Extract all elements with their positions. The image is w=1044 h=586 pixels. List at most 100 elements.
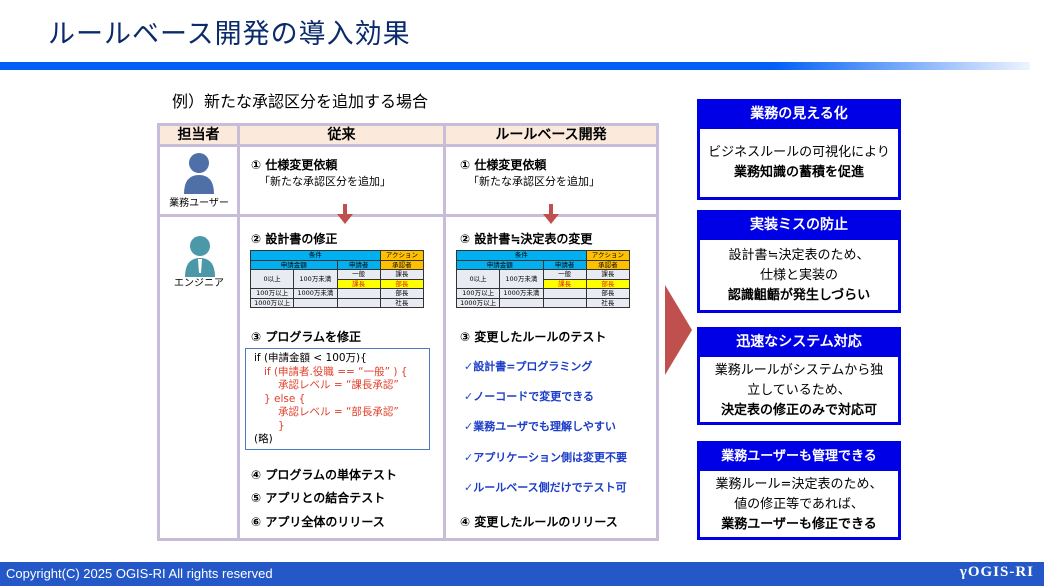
example-subtitle: 例）新たな承認区分を追加する場合 xyxy=(172,92,429,111)
new-step1: ① 仕様変更依頼 xyxy=(460,158,547,172)
dt-cell xyxy=(336,297,381,308)
dt-cell: 社長 xyxy=(585,297,631,308)
benefit-box: 実装ミスの防止 設計書≒決定表のため、仕様と実装の認識齟齬が発生しづらい xyxy=(697,210,901,313)
dt-cell: 課長 xyxy=(379,269,425,280)
code-line: if (申請者.役職 == “一般” ) { xyxy=(264,365,408,378)
dt-cell-highlight: 部長 xyxy=(379,278,425,289)
logo-text: OGIS-RI xyxy=(967,564,1034,580)
dt-action-header: アクション xyxy=(585,250,631,261)
dt-cell: 0以上 xyxy=(249,269,295,289)
check-text: ノーコードで変更できる xyxy=(473,390,594,403)
old-step3: ③ プログラムを修正 xyxy=(251,330,361,344)
arrow-right-icon xyxy=(665,285,692,375)
dt-cell: 100万以上 xyxy=(455,288,501,299)
dt-cell-highlight: 課長 xyxy=(542,278,587,289)
dt-cell: 部長 xyxy=(585,288,631,299)
dt-cell: 100万未満 xyxy=(293,269,338,289)
check-text: 業務ユーザでも理解しやすい xyxy=(473,420,616,433)
benefit-title: 業務の見える化 xyxy=(700,102,898,129)
dt-approver-header: 承認者 xyxy=(585,259,631,270)
check-text: アプリケーション側は変更不要 xyxy=(473,451,627,464)
new-step2: ② 設計書≒決定表の変更 xyxy=(460,232,593,246)
arrow-down-icon xyxy=(543,204,559,224)
dt-cell: 0以上 xyxy=(455,269,501,289)
dt-cell: 100万未満 xyxy=(499,269,544,289)
check-icon: ✓ xyxy=(464,451,474,464)
page-title: ルールベース開発の導入効果 xyxy=(48,19,411,50)
divider xyxy=(157,214,659,217)
dt-cond-header: 条件 xyxy=(456,250,587,261)
code-line: 承認レベル = “課長承認” xyxy=(278,379,399,391)
dt-cell: 課長 xyxy=(585,269,631,280)
dt-cond-header: 条件 xyxy=(250,250,381,261)
company-logo: γOGIS-RI xyxy=(960,564,1034,581)
logo-mark-icon: γ xyxy=(959,564,968,580)
check-item: ✓アプリケーション側は変更不要 xyxy=(464,449,627,465)
check-text: ルールベース側だけでテスト可 xyxy=(473,481,627,494)
header-person: 担当者 xyxy=(157,123,240,147)
dt-action-header: アクション xyxy=(379,250,425,261)
dt-cell xyxy=(542,288,587,299)
arrow-down-icon xyxy=(337,204,353,224)
new-step1-sub: 「新たな承認区分を追加」 xyxy=(468,175,600,188)
divider xyxy=(237,123,240,541)
check-item: ✓業務ユーザでも理解しやすい xyxy=(464,418,616,434)
dt-cell: 1000万以上 xyxy=(455,297,501,308)
dt-cell xyxy=(499,297,544,308)
dt-cell-highlight: 部長 xyxy=(585,278,631,289)
benefit-text: 値の修正等であれば、 xyxy=(734,497,864,512)
dt-applicant-header: 申請者 xyxy=(336,259,381,270)
old-step5: ⑤ アプリとの結合テスト xyxy=(251,491,386,505)
benefit-text: ビジネスルールの可視化により xyxy=(708,145,890,160)
old-step1: ① 仕様変更依頼 xyxy=(251,158,338,172)
role-business-user: 業務ユーザー xyxy=(169,198,229,209)
dt-amount-header: 申請金額 xyxy=(456,259,544,270)
dt-cell: 部長 xyxy=(379,288,425,299)
benefit-text: 立しているため、 xyxy=(747,383,851,398)
benefit-text: 設計書≒決定表のため、 xyxy=(728,248,870,263)
footer: Copyright(C) 2025 OGIS-RI All rights res… xyxy=(0,562,1044,586)
copyright: Copyright(C) 2025 OGIS-RI All rights res… xyxy=(6,566,273,581)
benefit-bold: 業務ユーザーも修正できる xyxy=(721,517,877,532)
dt-cell: 100万以上 xyxy=(249,288,295,299)
code-snippet: if (申請金額 < 100万){ if (申請者.役職 == “一般” ) {… xyxy=(245,348,430,450)
old-step6: ⑥ アプリ全体のリリース xyxy=(251,515,385,529)
benefit-box: 業務ユーザーも管理できる 業務ルール=決定表のため、値の修正等であれば、業務ユー… xyxy=(697,441,901,540)
benefit-text: 仕様と実装の xyxy=(759,268,838,283)
dt-cell: 1000万未満 xyxy=(499,288,544,299)
engineer-icon xyxy=(185,236,215,277)
check-item: ✓設計書=プログラミング xyxy=(464,358,592,374)
title-underline-bar xyxy=(0,62,1030,70)
benefit-bold: 認識齟齬が発生しづらい xyxy=(727,288,871,303)
divider xyxy=(443,123,446,541)
check-item: ✓ノーコードで変更できる xyxy=(464,388,594,404)
code-line: } xyxy=(278,419,285,432)
code-line: if (申請金額 < 100万){ xyxy=(254,352,367,364)
role-engineer: エンジニア xyxy=(174,278,224,289)
new-step3: ③ 変更したルールのテスト xyxy=(460,330,607,344)
old-step1-sub: 「新たな承認区分を追加」 xyxy=(259,175,391,188)
header-rule-based: ルールベース開発 xyxy=(443,123,659,147)
old-step2: ② 設計書の修正 xyxy=(251,232,338,246)
dt-cell xyxy=(336,288,381,299)
check-icon: ✓ xyxy=(464,360,474,373)
code-line: 承認レベル = “部長承認” xyxy=(278,406,399,418)
dt-cell-highlight: 課長 xyxy=(336,278,381,289)
benefit-text: 業務ルール=決定表のため、 xyxy=(715,477,883,492)
dt-cell: 社長 xyxy=(379,297,425,308)
dt-cell xyxy=(293,297,338,308)
code-line: (略) xyxy=(254,433,273,445)
check-icon: ✓ xyxy=(464,390,474,403)
header-conventional: 従来 xyxy=(237,123,446,147)
benefit-box: 業務の見える化 ビジネスルールの可視化により業務知識の蓄積を促進 xyxy=(697,99,901,200)
benefit-box: 迅速なシステム対応 業務ルールがシステムから独立しているため、決定表の修正のみで… xyxy=(697,327,901,425)
new-step4: ④ 変更したルールのリリース xyxy=(460,515,618,529)
business-user-icon xyxy=(184,153,214,194)
dt-cell: 1000万未満 xyxy=(293,288,338,299)
check-item: ✓ルールベース側だけでテスト可 xyxy=(464,479,627,495)
dt-amount-header: 申請金額 xyxy=(250,259,338,270)
dt-approver-header: 承認者 xyxy=(379,259,425,270)
old-step4: ④ プログラムの単体テスト xyxy=(251,468,397,482)
